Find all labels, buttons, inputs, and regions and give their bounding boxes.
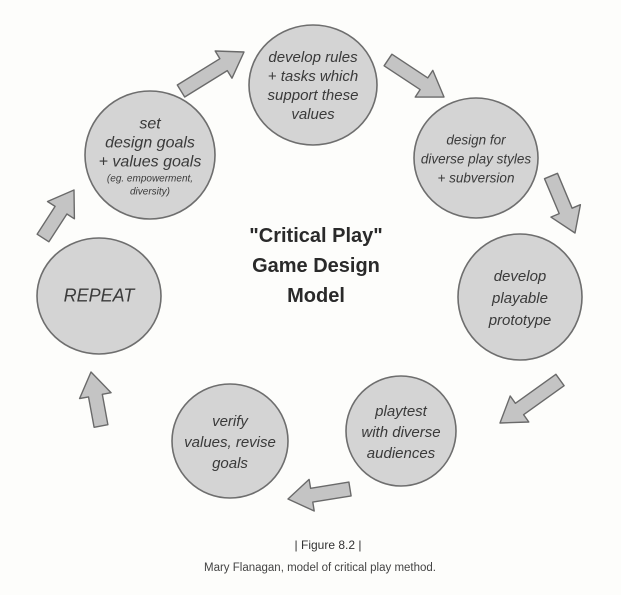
- node-verify-values: verify values, revise goals: [171, 383, 289, 499]
- node-example-line: (eg. empowerment,: [107, 173, 193, 184]
- node-label-line: set: [139, 115, 161, 132]
- node-circle: [413, 97, 539, 219]
- node-design-for-diverse-play: design for diverse play styles + subversio…: [413, 97, 539, 219]
- node-label-line: + values goals: [99, 153, 202, 170]
- node-label-line: design for: [446, 132, 506, 147]
- node-label-line: diverse play styles: [421, 151, 532, 166]
- node-label-line: values, revise: [184, 434, 276, 451]
- node-label-line: develop rules: [268, 49, 358, 66]
- node-label-line: playtest: [374, 403, 428, 420]
- node-label-line: goals: [212, 455, 248, 472]
- node-circle: [345, 375, 457, 487]
- node-label-line: REPEAT: [64, 286, 137, 306]
- flow-arrow-icon: [36, 189, 76, 243]
- flow-arrow-icon: [543, 172, 582, 234]
- center-title: "Critical Play" Game Design Model: [249, 225, 382, 307]
- node-circle: [84, 90, 216, 220]
- node-label-line: support these: [268, 87, 359, 104]
- node-circle: [457, 233, 583, 361]
- flow-arrow-icon: [287, 478, 352, 512]
- node-label-line: prototype: [488, 312, 552, 329]
- figure-number: | Figure 8.2 |: [295, 538, 362, 552]
- node-circle: [248, 24, 378, 146]
- flow-arrow-icon: [499, 373, 565, 424]
- center-title-line-3: Model: [287, 285, 345, 307]
- figure-caption: | Figure 8.2 | Mary Flanagan, model of c…: [204, 538, 436, 574]
- node-develop-rules: develop rules + tasks which support these v…: [248, 24, 378, 146]
- flow-arrow-icon: [383, 53, 445, 98]
- node-circle: [36, 237, 162, 355]
- node-label-line: values: [291, 106, 335, 123]
- node-label-line: verify: [212, 413, 249, 430]
- cycle-arrows: [36, 50, 582, 512]
- node-circle: [171, 383, 289, 499]
- node-label-line: develop: [494, 268, 547, 285]
- flow-arrow-icon: [78, 371, 112, 428]
- node-label-line: playable: [491, 290, 548, 307]
- node-repeat: REPEAT: [36, 237, 162, 355]
- node-label-line: audiences: [367, 445, 436, 462]
- cycle-nodes: develop rules + tasks which support these v…: [36, 24, 583, 499]
- node-develop-prototype: develop playable prototype: [457, 233, 583, 361]
- node-example-line: diversity): [130, 186, 170, 197]
- flow-arrow-icon: [176, 50, 245, 98]
- figure-caption-text: Mary Flanagan, model of critical play me…: [204, 562, 436, 574]
- node-playtest: playtest with diverse audiences: [345, 375, 457, 487]
- node-label-line: + subversion: [438, 170, 515, 185]
- node-set-goals: set design goals + values goals (eg. empowe…: [84, 90, 216, 220]
- node-label-line: + tasks which: [268, 68, 358, 85]
- center-title-line-1: "Critical Play": [249, 225, 382, 247]
- node-label-line: design goals: [105, 134, 195, 151]
- node-label-line: with diverse: [361, 424, 440, 441]
- center-title-line-2: Game Design: [252, 255, 380, 277]
